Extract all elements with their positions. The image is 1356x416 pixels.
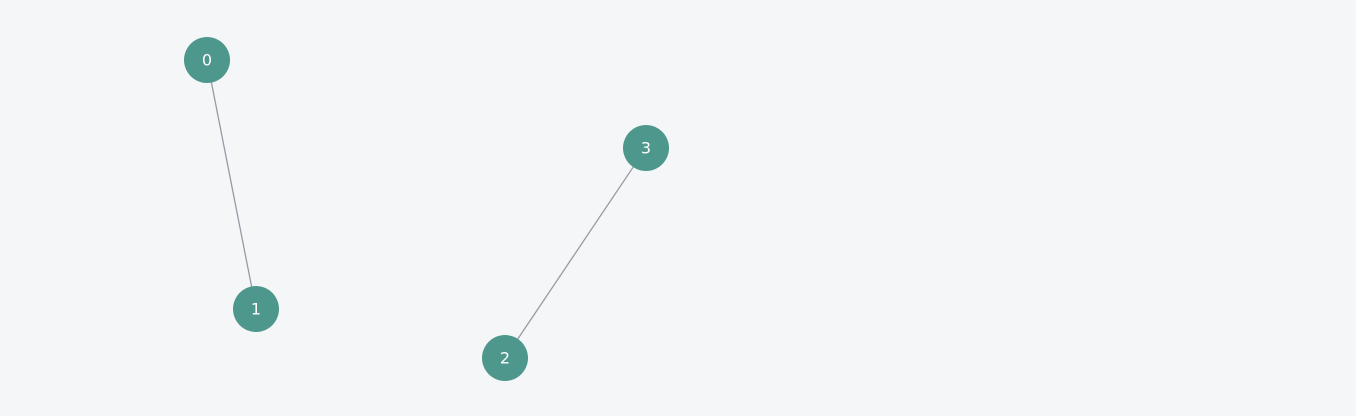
edge-layer	[206, 59, 647, 359]
node-circle[interactable]	[623, 125, 669, 171]
node-label: 2	[500, 349, 510, 368]
node-layer: 0 1 2 3	[184, 37, 669, 381]
node-circle[interactable]	[184, 37, 230, 83]
node-label: 1	[251, 300, 261, 319]
edge-3-2	[504, 147, 647, 359]
node-1[interactable]: 1	[233, 286, 279, 332]
node-0[interactable]: 0	[184, 37, 230, 83]
node-label: 0	[202, 51, 212, 70]
edge-0-1	[206, 59, 257, 310]
node-2[interactable]: 2	[482, 335, 528, 381]
node-label: 3	[641, 139, 651, 158]
node-circle[interactable]	[482, 335, 528, 381]
node-3[interactable]: 3	[623, 125, 669, 171]
node-circle[interactable]	[233, 286, 279, 332]
